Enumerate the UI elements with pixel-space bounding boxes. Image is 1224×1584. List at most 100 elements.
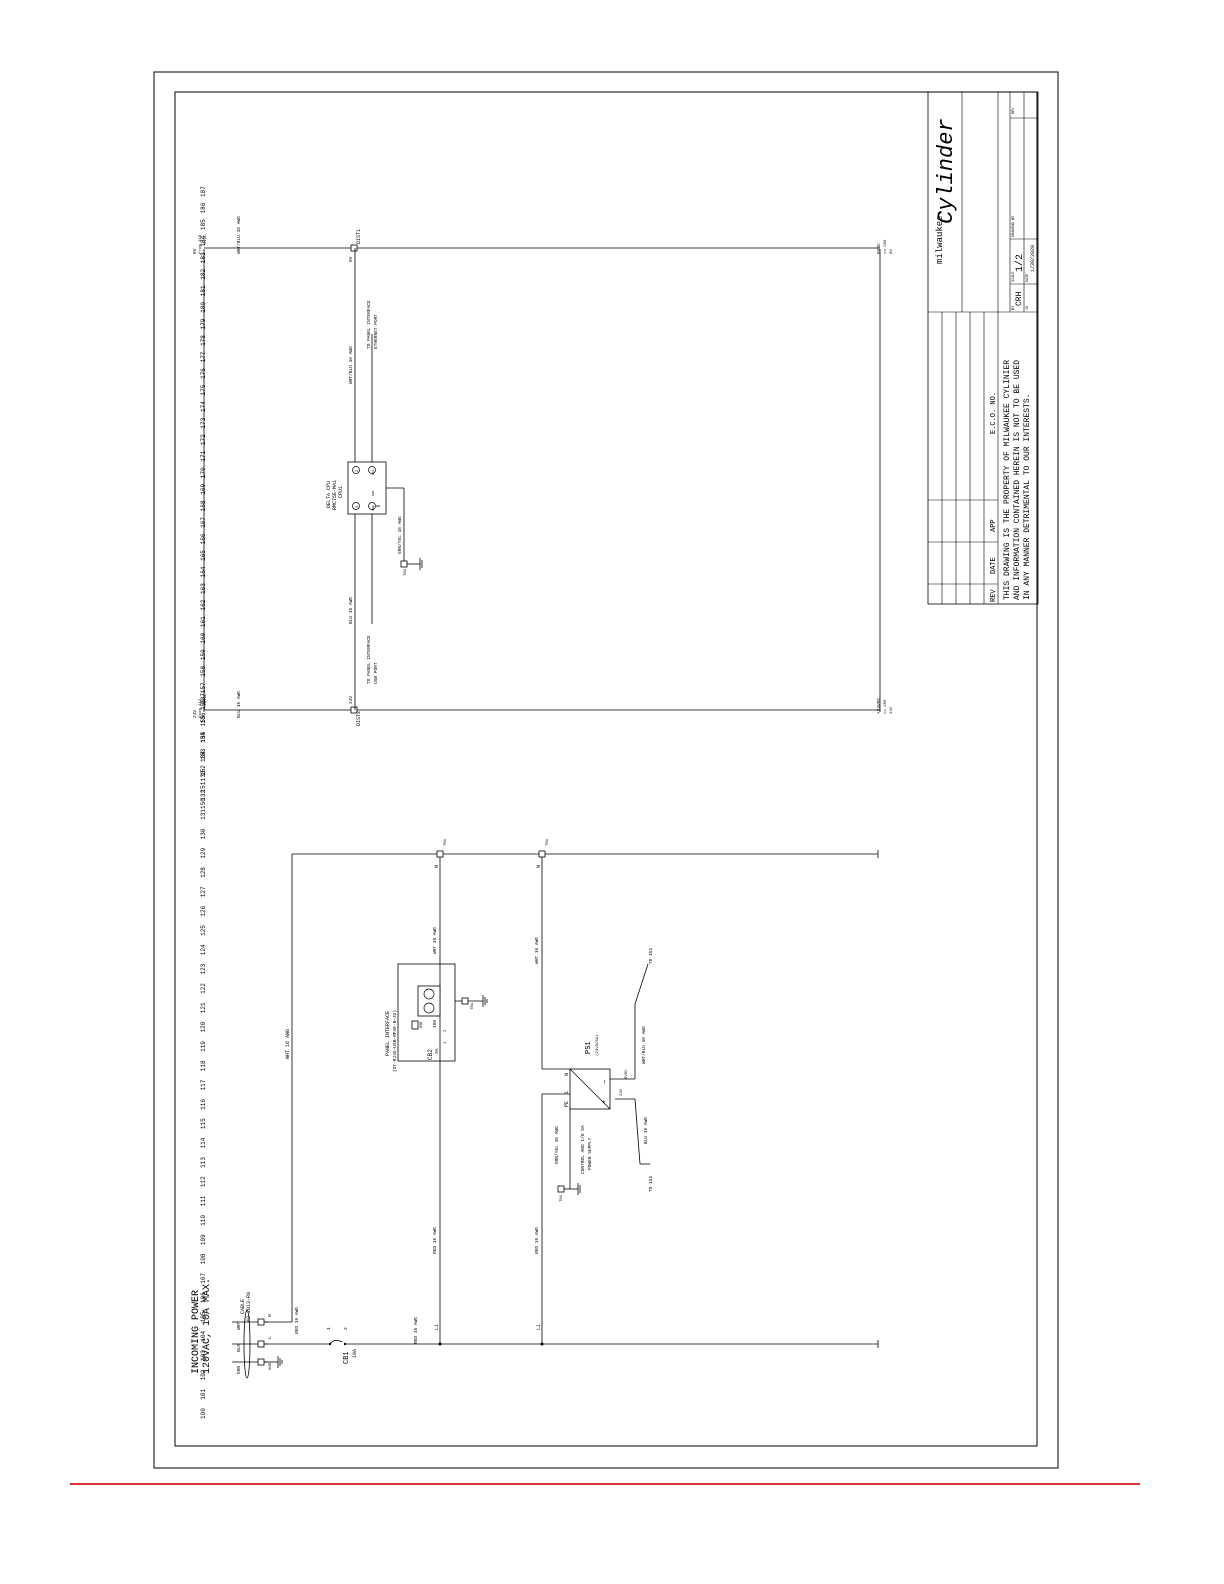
wire-label-red-119: RED 16 AWG — [534, 1227, 540, 1254]
to151-label-a: TO 151 — [648, 1175, 654, 1192]
usb-port-icon — [411, 1020, 419, 1030]
dist2-24v: 24V — [348, 696, 354, 704]
ps1-out-24v: 24V — [620, 1088, 624, 1096]
rung-number: 185 — [200, 219, 207, 230]
rung-number: 130 — [200, 828, 207, 839]
pos-from-b: from 117 — [198, 698, 203, 718]
zero-from-b: from 118 — [198, 234, 203, 254]
rung-number: 131 — [200, 809, 207, 820]
to-usb1: TO PANEL INTERFACE — [366, 635, 372, 684]
tb-app-hdr: APP — [990, 519, 998, 532]
to-usb2: USB PORT — [373, 662, 379, 684]
pos-from-c: +24VDC — [204, 693, 208, 708]
tb1-n-119-label: TB1 — [546, 838, 550, 846]
wire-label-whtblu-ps1: WHT/BLU 16 AWG — [641, 1026, 647, 1064]
dist1-terminal — [350, 244, 358, 252]
cpu-tb1: TB1 — [404, 568, 408, 576]
rung-number: 118 — [200, 1060, 207, 1071]
tb-by-label: BY — [1012, 305, 1016, 310]
rung-number: 121 — [200, 1002, 207, 1013]
rung-number: 103 — [200, 1350, 207, 1361]
rung-number: 186 — [200, 202, 207, 213]
cb1-pin2: 2 — [343, 1327, 349, 1330]
pos-from-a: 24V — [192, 710, 198, 718]
dist2-label: DIST2 — [356, 711, 362, 726]
label-l1-119: L1 — [536, 1324, 542, 1330]
rung-number: 176 — [200, 368, 207, 379]
dc-wiring: DIST1 DIST2 0V 24V WHT/BLU 16 AWG BLU 16… — [192, 216, 894, 726]
rung-number: 166 — [200, 533, 207, 544]
incoming-rating: 120VAC, 10A MAX. — [202, 1278, 213, 1374]
rung-number: 102 — [200, 1369, 207, 1380]
term-gnd-label: GND — [269, 1362, 273, 1370]
wire-label-grnyel-cpu: GRN/YEL 16 AWG — [397, 516, 403, 554]
usb-label: USB — [420, 1022, 424, 1028]
term-n-label: N — [267, 1314, 273, 1317]
label-l1-113: L1 — [434, 1324, 440, 1330]
rung-number: 105 — [200, 1311, 207, 1322]
tb-date-value: 1/30/2020 — [1030, 245, 1036, 272]
rung-number: 111 — [200, 1195, 207, 1206]
term-l-label: L — [267, 1336, 273, 1339]
rung-number: 108 — [200, 1253, 207, 1264]
logo-cylinder: Cylinder — [934, 118, 959, 224]
tb-scale-value: 1/2 — [1014, 254, 1026, 272]
rung-number: 129 — [200, 847, 207, 858]
incoming-title: INCOMING POWER — [191, 1290, 202, 1374]
rung-power-supply: L1 RED 16 AWG − + N 1 PE PS1 (24VDC5A) C… — [534, 838, 654, 1346]
rung-number: 109 — [200, 1234, 207, 1245]
terminal-l — [257, 1340, 265, 1348]
ps1-pin-n: N — [564, 1073, 570, 1076]
cpu-pin-eth: ETH — [372, 469, 375, 475]
cb1-pin1: 1 — [326, 1327, 332, 1330]
wire-label-grnyel-ps1: GRN/YEL 16 AWG — [554, 1126, 560, 1164]
panel-interface-part: (DT-RJ45-USB-RFAF-R-32) — [392, 1010, 398, 1072]
rung-number: 160 — [200, 632, 207, 643]
ps1-desc2: POWER SUPPLY — [587, 1137, 593, 1170]
zero-from-a: 0V — [192, 248, 198, 254]
tb1-label-ps1: TB1 — [560, 1194, 564, 1202]
cpu-pin1: 1 — [356, 505, 360, 508]
tb-date-hdr: DATE — [990, 557, 998, 574]
cpu-pin-usb: USB — [372, 505, 375, 511]
rung-number: 107 — [200, 1272, 207, 1283]
rung-number: 169 — [200, 483, 207, 494]
to151-label-b: TO 151 — [648, 947, 654, 964]
wire-label-whtblu-cpu: WHT/BLU 16 AWG — [348, 346, 354, 384]
rung-number: 162 — [200, 599, 207, 610]
terminal-n — [257, 1318, 265, 1326]
cpu-line2: RMC75E-MA1 — [332, 480, 338, 510]
to-eth2: ETHERNET PORT — [373, 314, 379, 349]
rung-number: 132 — [200, 789, 207, 800]
rung-number: 101 — [200, 1388, 207, 1399]
ps1-minus: − — [602, 1080, 610, 1084]
pos-to-a: +24VDC — [876, 697, 882, 714]
rung-number: 151 — [200, 781, 207, 792]
rung-panel-interface: L1 RED 16 AWG WHT 16 AWG PANEL INTERFACE… — [385, 838, 488, 1346]
wire-label-red-cb1-out: RED 16 AWG — [413, 1317, 419, 1344]
rung-number: 165 — [200, 550, 207, 561]
wire-label-red-113: RED 16 AWG — [432, 1227, 438, 1254]
pos-to-c: 24V — [890, 706, 894, 714]
cable-part: 42-2013-R0 — [246, 1292, 252, 1322]
rung-number: 115 — [200, 1118, 207, 1129]
tb-date-label: DATE — [1026, 274, 1030, 282]
rung-number: 171 — [200, 450, 207, 461]
rung-number: 183 — [200, 252, 207, 263]
tb-ck-label: CK — [1026, 305, 1030, 310]
rung-number: 137 — [200, 693, 207, 704]
dist1-0v: 0V — [348, 256, 354, 262]
rung-number: 157 — [200, 682, 207, 693]
cb2-pin1: 1 — [444, 1041, 448, 1044]
breaker-cb1: RED 16 AWG CB1 10A 1 2 RED 16 AWG — [264, 1307, 440, 1364]
wire-label-wht-feed: WHT 16 AWG — [285, 1029, 291, 1059]
rung-number: 170 — [200, 467, 207, 478]
tb-by-value: CRH — [1015, 291, 1024, 306]
rung-number: 184 — [200, 235, 207, 246]
ps1-part: (24VDC5A) — [595, 1034, 600, 1056]
cpu-pin2: 2 — [356, 469, 360, 472]
zero-from-c: 0VDC — [204, 234, 208, 244]
logo-milwaukee: milwaukee — [935, 215, 945, 264]
footer-rule — [70, 1483, 1140, 1485]
